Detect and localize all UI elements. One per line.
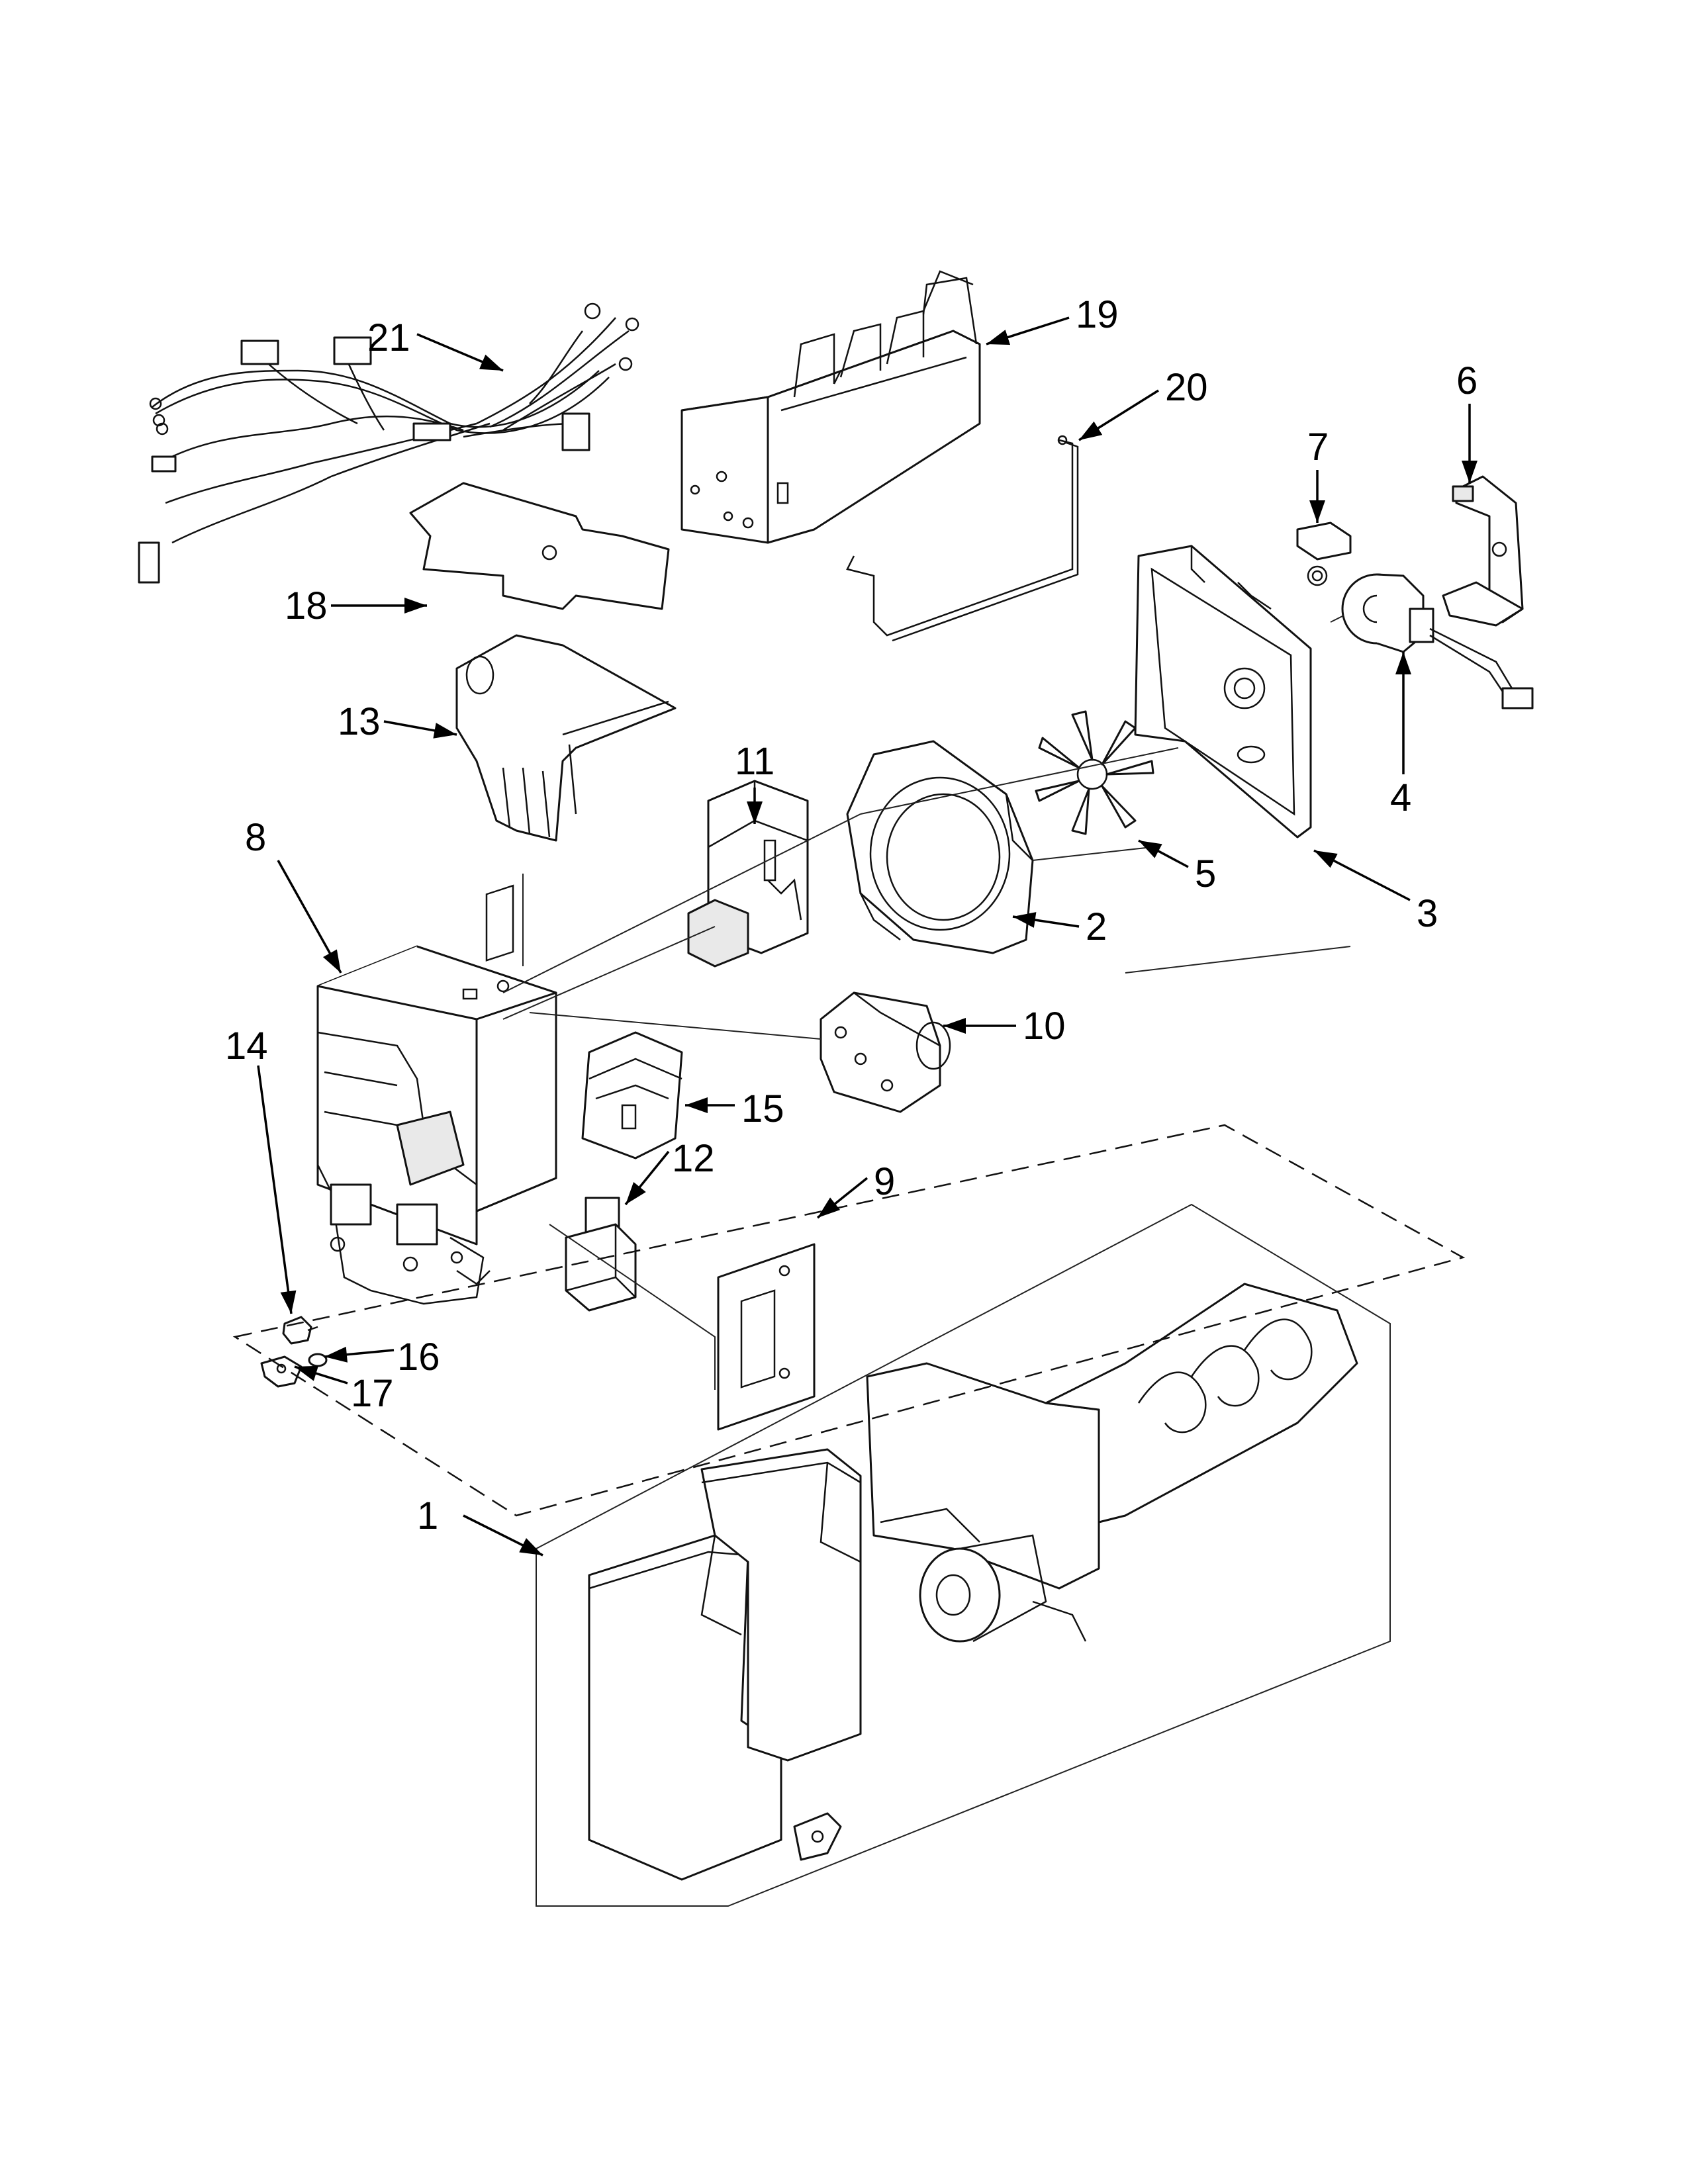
callout-16: 16 [397, 1336, 440, 1379]
callout-11: 11 [735, 740, 774, 783]
callout-6: 6 [1456, 359, 1477, 402]
arrowhead-20 [1079, 421, 1103, 440]
fan-housing [1134, 545, 1312, 839]
callout-7: 7 [1307, 426, 1329, 469]
arrowhead-6 [1462, 461, 1477, 483]
fan-motor [1330, 573, 1534, 709]
callout-5: 5 [1195, 852, 1216, 895]
callout-17: 17 [351, 1372, 394, 1415]
arrowhead-7 [1309, 500, 1325, 523]
cover [581, 1031, 683, 1160]
callout-20: 20 [1165, 366, 1208, 409]
arrowhead-17 [295, 1365, 319, 1381]
ice-maker [680, 270, 981, 544]
arrowhead-16 [324, 1346, 348, 1363]
screw [282, 1316, 318, 1345]
ice-bucket-assembly [588, 1283, 1358, 1881]
arrowhead-1 [519, 1538, 543, 1555]
arrowhead-19 [986, 330, 1011, 345]
ice-level-arm [846, 435, 1079, 642]
washer [308, 1353, 328, 1367]
motor-bracket [1442, 475, 1524, 627]
callout-1: 1 [417, 1494, 438, 1537]
insulation [409, 482, 670, 610]
arrowhead-12 [626, 1182, 646, 1205]
auger-motor [820, 991, 951, 1113]
callout-4: 4 [1390, 776, 1411, 819]
fill-cup [455, 634, 677, 842]
arrowhead-15 [685, 1097, 708, 1113]
callout-9: 9 [874, 1160, 895, 1203]
wire-harness [138, 302, 639, 584]
callout-15: 15 [741, 1087, 784, 1130]
ice-maker-housing [316, 884, 557, 1305]
arrowhead-18 [404, 598, 427, 614]
fan-blade [1035, 710, 1154, 835]
arrowhead-13 [433, 723, 457, 739]
motor-mount-clip [1296, 522, 1352, 586]
callout-8: 8 [245, 816, 266, 859]
clip [260, 1355, 303, 1388]
arrowhead-2 [1013, 912, 1037, 928]
callout-12: 12 [672, 1137, 715, 1180]
callout-10: 10 [1023, 1005, 1066, 1048]
callout-3: 3 [1417, 892, 1438, 935]
assembly-outline [232, 747, 1466, 1907]
solenoid [565, 1197, 637, 1312]
arrowhead-8 [322, 949, 341, 973]
arrowhead-9 [818, 1197, 841, 1218]
callout-leaders [257, 316, 1477, 1557]
arrowhead-4 [1395, 652, 1411, 674]
fan-shroud [846, 740, 1034, 954]
arrowhead-21 [479, 354, 503, 371]
leader-line-14 [257, 1065, 293, 1314]
callout-21: 21 [367, 316, 410, 359]
bracket [687, 780, 809, 968]
arrowhead-11 [747, 801, 763, 824]
arrowhead-3 [1314, 850, 1338, 868]
callout-19: 19 [1076, 293, 1119, 336]
arrowhead-10 [943, 1018, 966, 1034]
callout-13: 13 [338, 700, 381, 743]
arrowhead-5 [1139, 841, 1162, 858]
callout-14: 14 [225, 1024, 268, 1068]
callout-2: 2 [1086, 905, 1107, 948]
arrowhead-14 [280, 1290, 297, 1314]
callout-18: 18 [285, 584, 328, 627]
cover-plate [717, 1243, 816, 1431]
